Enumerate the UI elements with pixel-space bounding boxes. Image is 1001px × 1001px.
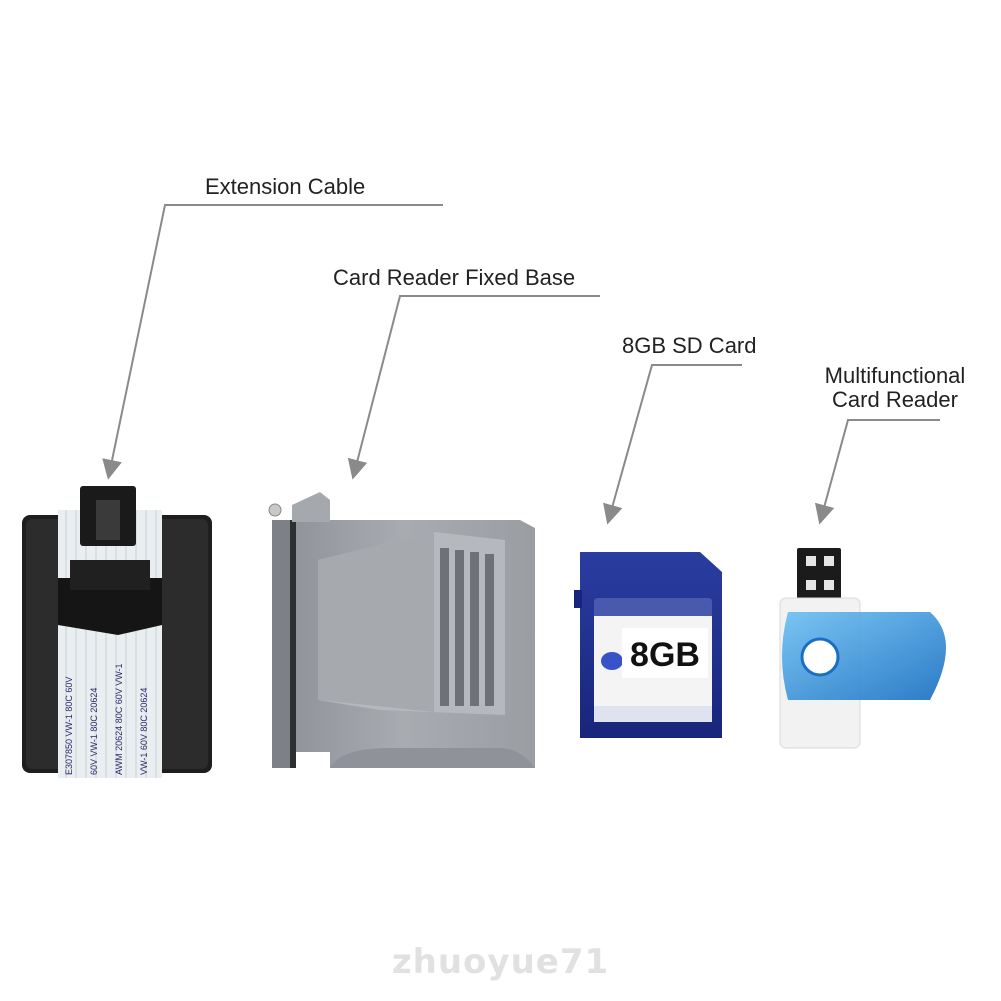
leader-line-card-reader-base — [347, 295, 600, 480]
watermark: zhuoyue71 — [391, 942, 610, 982]
cable-print-col3: AWM 20624 80C 60V VW-1 — [114, 663, 124, 775]
label-card-reader-fixed-base: Card Reader Fixed Base — [333, 265, 576, 290]
extension-cable-image: E307850 VW-1 80C 60V 60V VW-1 80C 20624 … — [22, 486, 212, 778]
leader-line-card-reader — [814, 419, 940, 525]
label-sd-card: 8GB SD Card — [622, 333, 757, 358]
card-reader-image — [779, 548, 946, 749]
leader-line-sd-card — [603, 364, 742, 525]
sd-card-image: 8GB — [574, 552, 722, 738]
label-card-reader: Multifunctional Card Reader — [824, 363, 966, 412]
cable-print-col1: E307850 VW-1 80C 60V — [64, 677, 74, 775]
cable-print-col2: 60V VW-1 80C 20624 — [89, 688, 99, 775]
card-reader-base-image — [268, 492, 535, 768]
cable-print-col4: VW-1 60V 80C 20624 — [139, 688, 149, 775]
label-extension-cable: Extension Cable — [205, 174, 366, 199]
sd-card-capacity: 8GB — [630, 636, 700, 674]
leader-line-extension-cable — [102, 204, 443, 480]
